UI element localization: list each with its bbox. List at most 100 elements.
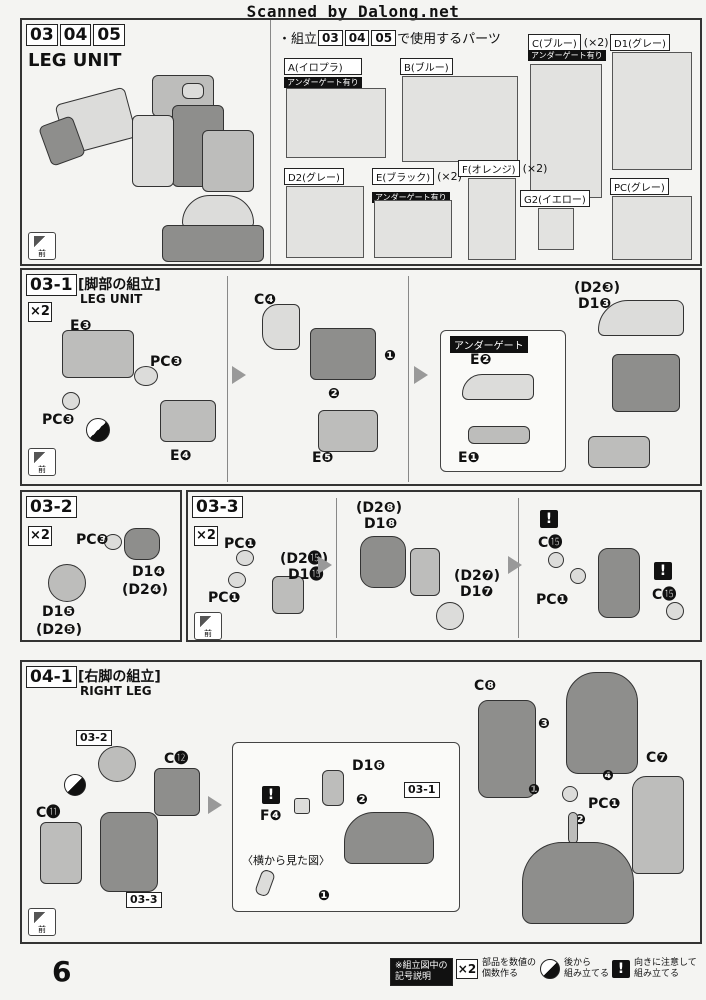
step-number: 04-1 [26, 666, 79, 688]
next-arrow [232, 366, 246, 384]
warning-icon: ! [654, 562, 672, 580]
arrow-label: ❷ [328, 386, 340, 402]
label: PC❶ [208, 590, 241, 606]
arrow-label: ❶ [528, 782, 540, 798]
runner-C-frame [530, 64, 602, 198]
label: PC❸ [76, 532, 109, 548]
warning-icon: ! [262, 786, 280, 804]
label: E❺ [312, 450, 334, 466]
runner-C-tag: アンダーゲート有り [528, 50, 606, 61]
step-04-1-panel: 04-1 [右脚の組立] RIGHT LEG 03-2 C⓬ C⓫ 03-3 前… [20, 660, 702, 944]
step-03-1-panel: 03-1 [脚部の組立] LEG UNIT ×2 E❸ PC❸ PC❸ E❹ 前… [20, 268, 702, 486]
step-title-jp: [右脚の組立] [78, 669, 161, 685]
label: D1⓯ [288, 567, 324, 583]
runner-G2-frame [538, 208, 574, 250]
runner-D1: D1(グレー) [610, 34, 670, 51]
label: D1❼ [460, 584, 494, 600]
runner-D1-frame [612, 52, 692, 170]
label: D1❺ [42, 604, 76, 620]
top-panel: 03 04 05 LEG UNIT 前 ・組立 03 04 05 で使用するパー… [20, 18, 702, 266]
runner-D2-frame [286, 186, 364, 258]
step-03-3-panel: 03-3 ×2 PC❶ PC❶ (D2⓯) D1⓯ 前 (D2❽) D1❽ (D… [186, 490, 702, 642]
label: D1❸ [578, 296, 612, 312]
runner-D2: D2(グレー) [284, 168, 344, 185]
label: (D2❹) [122, 582, 169, 598]
next-arrow [208, 796, 222, 814]
label: (D2❺) [36, 622, 83, 638]
step-number: 03-2 [26, 496, 79, 518]
front-icon: 前 [28, 448, 56, 476]
label: PC❶ [536, 592, 569, 608]
front-icon: 前 [28, 232, 56, 260]
arrow-label: ❶ [318, 888, 330, 904]
step-number: 03-3 [192, 496, 245, 518]
multiplier-badge: ×2 [28, 302, 52, 322]
label: D1❽ [364, 516, 398, 532]
scan-credit: Scanned by Dalong.net [246, 2, 460, 21]
side-view-label: 〈横から見た図〉 [242, 854, 330, 867]
label: E❷ [470, 352, 492, 368]
legend-multiply: ×2 部品を数値の 個数作る [456, 958, 537, 979]
label: C⓯ [538, 535, 563, 551]
label: E❶ [458, 450, 480, 466]
front-icon: 前 [28, 908, 56, 936]
step-num: 03 [26, 24, 58, 46]
label: D1❻ [352, 758, 386, 774]
page-number: 6 [52, 955, 72, 988]
runner-A-frame [286, 88, 386, 158]
leg-illustration [32, 75, 272, 265]
step-num: 05 [93, 24, 126, 46]
multiplier-badge: ×2 [28, 526, 52, 546]
label: C⓬ [164, 751, 189, 767]
next-arrow [414, 366, 428, 384]
runner-A: A(イロプラ) アンダーゲート有り [284, 58, 362, 88]
under-gate-box [440, 330, 566, 472]
multiplier-badge: ×2 [194, 526, 218, 546]
label: E❹ [170, 448, 192, 464]
arrow-label: ❷ [356, 792, 368, 808]
next-arrow [508, 556, 522, 574]
label: F❹ [260, 808, 282, 824]
label: PC❸ [42, 412, 75, 428]
under-gate-label: アンダーゲート [450, 336, 528, 353]
legend-later-assembly: 後から 組み立てる [540, 958, 609, 980]
arrow-label: ❸ [538, 716, 550, 732]
arrow-label: ❶ [384, 348, 396, 364]
legend-orientation: ! 向きに注意して 組み立てる [612, 958, 697, 980]
next-arrow [318, 556, 332, 574]
label: C❽ [474, 678, 497, 694]
runner-F-frame [468, 178, 516, 260]
label: C❼ [646, 750, 669, 766]
runner-B-frame [402, 76, 518, 162]
step-title-jp: [脚部の組立] [78, 277, 161, 293]
ref-03-3: 03-3 [126, 892, 162, 908]
step-title-en: LEG UNIT [80, 292, 143, 306]
label: E❸ [70, 318, 92, 334]
legend-title: ※組立図中の 記号説明 [390, 958, 457, 986]
runner-G2: G2(イエロー) [520, 190, 590, 207]
step-number: 03-1 [26, 274, 79, 296]
ref-03-1: 03-1 [404, 782, 440, 798]
runner-C: C(ブルー) (×2) [528, 34, 609, 51]
runner-PC-frame [612, 196, 692, 260]
label: PC❸ [150, 354, 183, 370]
step-title-en: RIGHT LEG [80, 684, 152, 698]
step-num: 04 [59, 24, 92, 46]
label: PC❶ [224, 536, 257, 552]
runner-F: F(オレンジ) (×2) [458, 160, 547, 177]
label: C⓫ [36, 805, 61, 821]
ref-03-2: 03-2 [76, 730, 112, 746]
step-03-2-panel: 03-2 ×2 PC❸ D1❹ (D2❹) D1❺ (D2❺) [20, 490, 182, 642]
label: D1❹ [132, 564, 166, 580]
label: (D2⓯) [280, 551, 329, 567]
label: C❹ [254, 292, 277, 308]
parts-heading: ・組立 03 04 05 で使用するパーツ [278, 29, 501, 47]
label: PC❶ [588, 796, 621, 812]
section-title: LEG UNIT [28, 50, 122, 71]
label: (D2❸) [574, 280, 621, 296]
runner-E-frame [374, 200, 452, 258]
runner-PC: PC(グレー) [610, 178, 669, 195]
runner-B: B(ブルー) [400, 58, 453, 75]
arrow-label: ❹ [602, 768, 614, 784]
label: (D2❼) [454, 568, 501, 584]
